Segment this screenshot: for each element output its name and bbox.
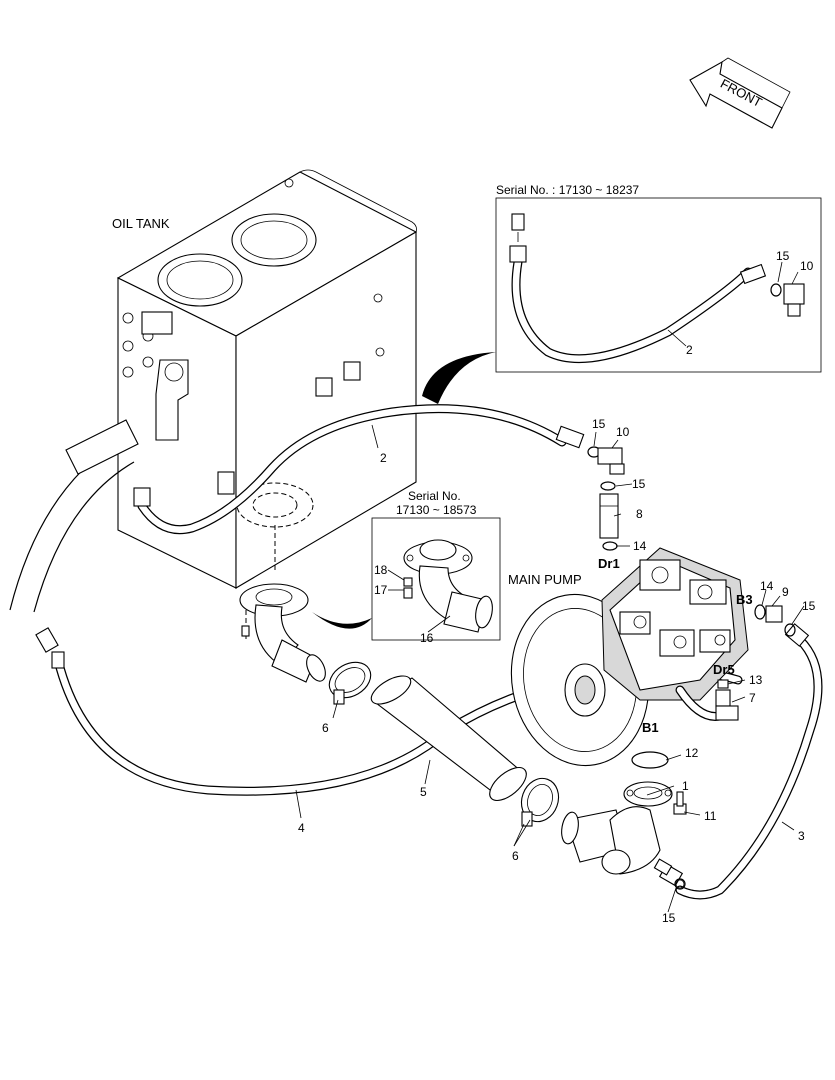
part-number-2-inset: 2: [686, 343, 693, 357]
part-number-17: 17: [374, 583, 388, 597]
inset-serial-17130-18237: Serial No. : 17130 ~ 18237: [495, 183, 822, 373]
main-pump-label: MAIN PUMP: [508, 572, 582, 587]
inset-top-serial: Serial No. : 17130 ~ 18237: [496, 183, 639, 197]
part-number-12: 12: [685, 746, 699, 760]
part-number-9: 9: [782, 585, 789, 599]
front-arrow: FRONT: [689, 57, 791, 129]
leader-lines: [295, 261, 805, 913]
part-number-15-inset: 15: [776, 249, 790, 263]
part-number-18: 18: [374, 563, 388, 577]
part-number-15-top: 15: [592, 417, 606, 431]
inset-pointer-mid: [312, 612, 372, 629]
suction-elbow: [239, 583, 326, 683]
part-number-8: 8: [636, 507, 643, 521]
fittings-dr5: [715, 679, 739, 721]
part-number-10: 10: [616, 425, 630, 439]
part-number-2: 2: [380, 451, 387, 465]
pipe-5: [370, 675, 527, 802]
o-ring-15-bottom: [674, 878, 686, 890]
oil-tank-label: OIL TANK: [112, 216, 170, 231]
drain-fittings-dr1: [587, 446, 625, 551]
port-dr5: Dr5: [713, 662, 735, 677]
hose-2: [133, 404, 585, 535]
inset-serial-17130-18573: Serial No. 17130 ~ 18573: [371, 489, 501, 641]
part-number-6-left: 6: [322, 721, 329, 735]
part-number-15-b3: 15: [802, 599, 816, 613]
part-number-16: 16: [420, 631, 434, 645]
part-number-1: 1: [682, 779, 689, 793]
o-ring-12: [631, 751, 669, 769]
inset-pointer-top: [422, 352, 496, 404]
part-number-labels: 1 2 2 3 4 5 6 6 7 8 9 10 10 11 12 13 14 …: [298, 249, 816, 925]
part-number-10-inset: 10: [800, 259, 814, 273]
part-number-13: 13: [749, 673, 763, 687]
port-b3: B3: [736, 592, 753, 607]
oil-tank: OIL TANK: [112, 169, 418, 589]
part-number-5: 5: [420, 785, 427, 799]
part-number-7: 7: [749, 691, 756, 705]
inset-mid-serial-line1: Serial No.: [408, 489, 461, 503]
part-number-4: 4: [298, 821, 305, 835]
bolt-11: [673, 791, 687, 815]
part-number-11: 11: [704, 809, 717, 823]
port-dr1: Dr1: [598, 556, 620, 571]
hose-clamps-6: [328, 661, 560, 827]
inset-mid-serial-line2: 17130 ~ 18573: [396, 503, 477, 517]
part-number-14-dr1: 14: [633, 539, 647, 553]
part-number-6-bottom: 6: [512, 849, 519, 863]
main-pump: MAIN PUMP: [508, 547, 749, 767]
part-number-3: 3: [798, 829, 805, 843]
part-number-15-bottom: 15: [662, 911, 676, 925]
port-labels: Dr1 B3 Dr5 B1: [598, 556, 753, 735]
port-b1: B1: [642, 720, 659, 735]
fittings-b3: [754, 604, 796, 637]
part-number-15-mid: 15: [632, 477, 646, 491]
suction-pipe-1: [561, 781, 685, 889]
part-number-14-b3: 14: [760, 579, 774, 593]
